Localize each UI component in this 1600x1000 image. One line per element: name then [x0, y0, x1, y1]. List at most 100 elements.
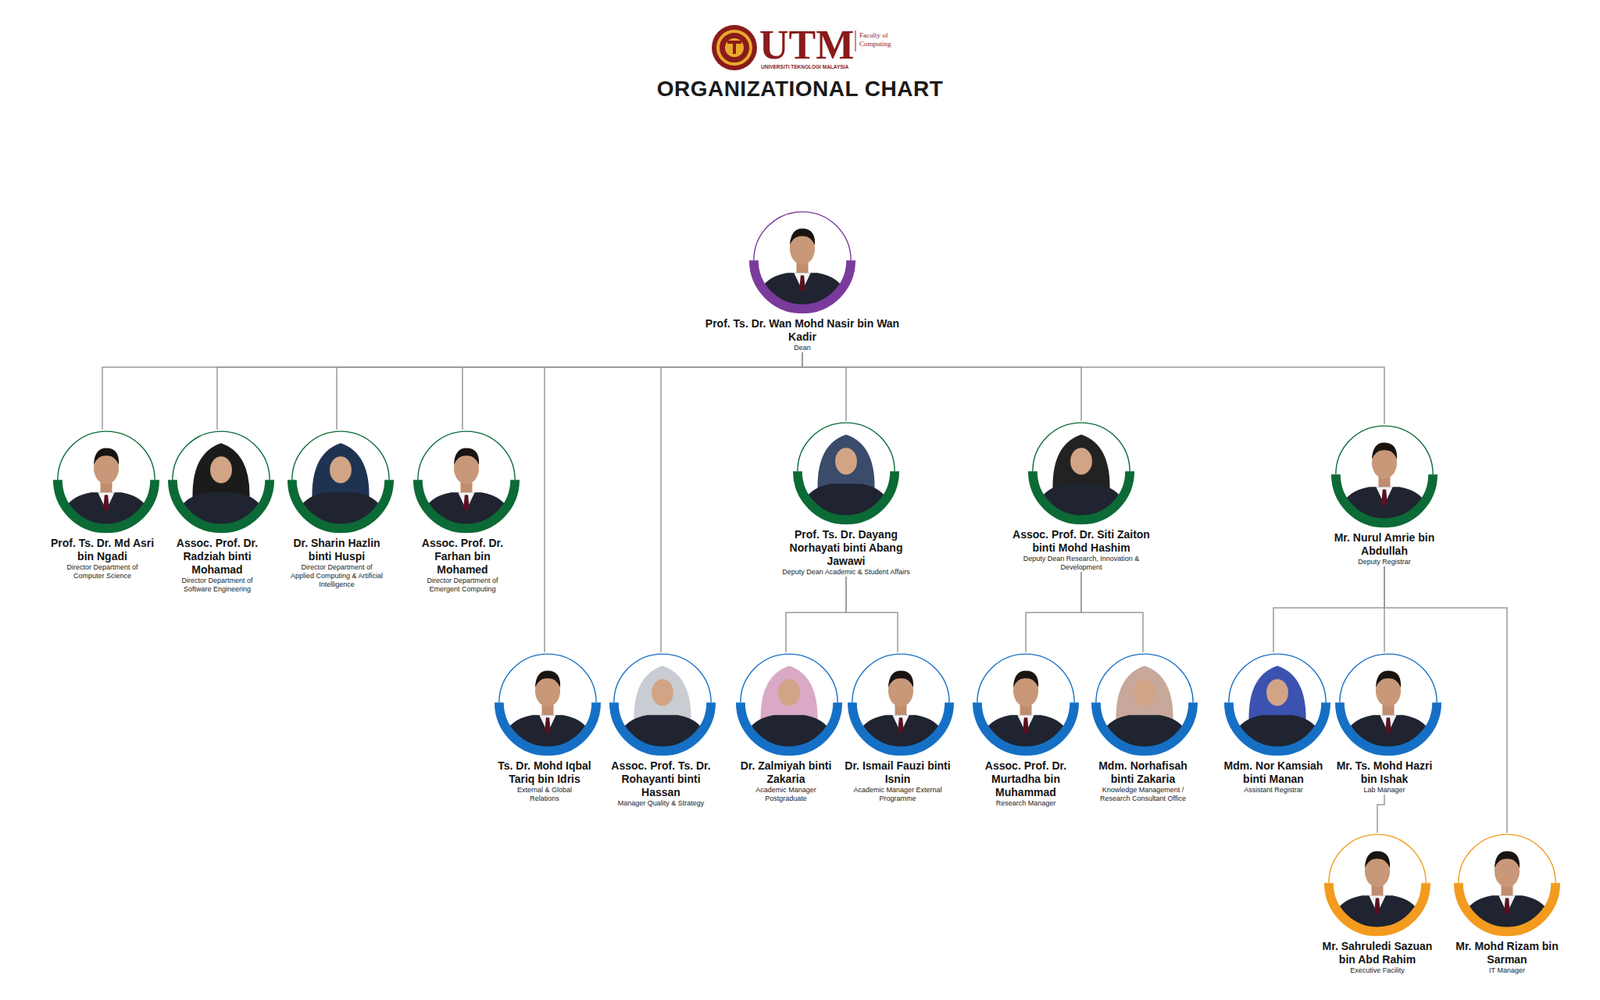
staff-role: Director Department of Applied Computing… [289, 563, 384, 590]
portrait [282, 429, 400, 536]
reporting-line [660, 352, 803, 653]
reporting-line [1081, 571, 1143, 653]
hair [888, 671, 914, 688]
staff-card: Mr. Sahruledi Sazuan bin Abd RahimExecut… [1314, 832, 1440, 975]
tie [1374, 898, 1381, 915]
emblem-stem [732, 40, 736, 54]
ring-bottom [753, 260, 851, 309]
ring-bottom [292, 479, 390, 529]
headscarf [760, 665, 818, 723]
tie [1503, 898, 1511, 915]
staff-name: Mr. Sahruledi Sazuan bin Abd Rahim [1314, 939, 1440, 967]
staff-role: IT Manager [1460, 966, 1554, 975]
hair [789, 228, 815, 246]
staff-role: External & Global Relations [501, 785, 588, 804]
ring-bottom [797, 471, 895, 520]
reporting-line [802, 352, 1082, 422]
ring-bottom [1228, 702, 1326, 751]
hair [1494, 851, 1520, 868]
headscarf [1052, 434, 1110, 492]
tie [544, 717, 551, 735]
staff-card: Dr. Zalmiyah binti ZakariaAcademic Manag… [730, 652, 842, 804]
staff-role: Director Department of Software Engineer… [170, 576, 265, 594]
headscarf [192, 442, 250, 500]
ring-bottom [1339, 702, 1437, 751]
staff-name: Prof. Ts. Dr. Md Asri bin Ngadi [47, 536, 158, 564]
staff-name: Ts. Dr. Mohd Iqbal Tariq bin Idris [489, 759, 600, 786]
staff-card: Ts. Dr. Mohd Iqbal Tariq bin IdrisExtern… [489, 652, 600, 804]
headscarf [1115, 665, 1173, 723]
reporting-line [1025, 571, 1082, 653]
staff-card: Prof. Ts. Dr. Dayang Norhayati binti Aba… [771, 421, 921, 577]
ring-bottom [740, 702, 838, 751]
reporting-line [785, 576, 847, 653]
face [1070, 447, 1093, 475]
portrait [1329, 652, 1447, 758]
portrait [730, 652, 848, 758]
reporting-line [802, 352, 1385, 425]
chart-title: ORGANIZATIONAL CHART [0, 75, 1600, 104]
tie [799, 275, 806, 293]
face [1266, 678, 1289, 706]
staff-card: Assoc. Prof. Ts. Dr. Rohayanti binti Has… [603, 652, 718, 808]
portrait [162, 429, 280, 536]
hair [1375, 671, 1401, 688]
ring-bottom [1458, 882, 1556, 932]
utm-emblem [711, 25, 758, 71]
portrait [1085, 652, 1204, 758]
reporting-line [544, 352, 803, 653]
tie [463, 495, 470, 512]
staff-name: Mdm. Norhafisah binti Zakaria [1085, 759, 1200, 786]
staff-name: Dr. Zalmiyah binti Zakaria [730, 759, 842, 786]
staff-name: Assoc. Prof. Ts. Dr. Rohayanti binti Has… [603, 759, 718, 800]
staff-card: Prof. Ts. Dr. Md Asri bin NgadiDirector … [47, 429, 158, 581]
portrait [1218, 652, 1336, 758]
reporting-line [217, 352, 803, 430]
staff-name: Assoc. Prof. Dr. Siti Zaiton binti Mohd … [1003, 528, 1160, 555]
logo-wordmark: UTM [759, 25, 854, 66]
face [329, 456, 352, 483]
ring-bottom [1096, 702, 1193, 751]
staff-card: Assoc. Prof. Dr. Murtadha bin MuhammadRe… [967, 652, 1085, 808]
staff-name: Mr. Ts. Mohd Hazri bin Ishak [1329, 759, 1440, 786]
portrait [603, 652, 722, 758]
hair [1364, 851, 1390, 868]
reporting-line [1377, 794, 1385, 833]
staff-name: Assoc. Prof. Dr. Murtadha bin Muhammad [967, 759, 1085, 800]
staff-card: Mdm. Norhafisah binti ZakariaKnowledge M… [1085, 652, 1200, 804]
reporting-line [462, 352, 803, 430]
reporting-line [102, 352, 803, 430]
tie [1381, 489, 1388, 507]
ring-bottom [1335, 474, 1433, 523]
portrait [1325, 424, 1443, 530]
reporting-line [846, 576, 898, 653]
reporting-line [336, 352, 803, 430]
portrait [1448, 832, 1566, 939]
ring-bottom [57, 479, 155, 529]
face [835, 447, 858, 475]
staff-role: Director Department of Computer Science [55, 563, 150, 581]
staff-card: Mr. Nurul Amrie bin AbdullahDeputy Regis… [1317, 424, 1451, 567]
portrait [489, 652, 607, 758]
face [778, 678, 800, 706]
staff-role: Academic Manager External Programme [850, 785, 945, 804]
hair [1013, 671, 1039, 688]
ring-bottom [417, 479, 515, 529]
ring-bottom [614, 702, 711, 751]
staff-role: Lab Manager [1337, 785, 1432, 795]
staff-role: Deputy Dean Research, Innovation & Devel… [1007, 554, 1156, 572]
portrait [842, 652, 960, 758]
portrait [1022, 421, 1140, 527]
staff-name: Mr. Nurul Amrie bin Abdullah [1317, 531, 1451, 558]
staff-card: Assoc. Prof. Dr. Siti Zaiton binti Mohd … [1003, 421, 1160, 572]
portrait [967, 652, 1085, 758]
tie [1385, 717, 1392, 735]
staff-role: Director Department of Emergent Computin… [415, 576, 510, 594]
staff-name: Mdm. Nor Kamsiah binti Manan [1218, 759, 1329, 786]
face [210, 456, 233, 483]
staff-role: Deputy Registrar [1333, 557, 1436, 567]
hair [93, 448, 119, 465]
ring-bottom [852, 702, 950, 751]
staff-role: Knowledge Management / Research Consulta… [1092, 785, 1194, 804]
